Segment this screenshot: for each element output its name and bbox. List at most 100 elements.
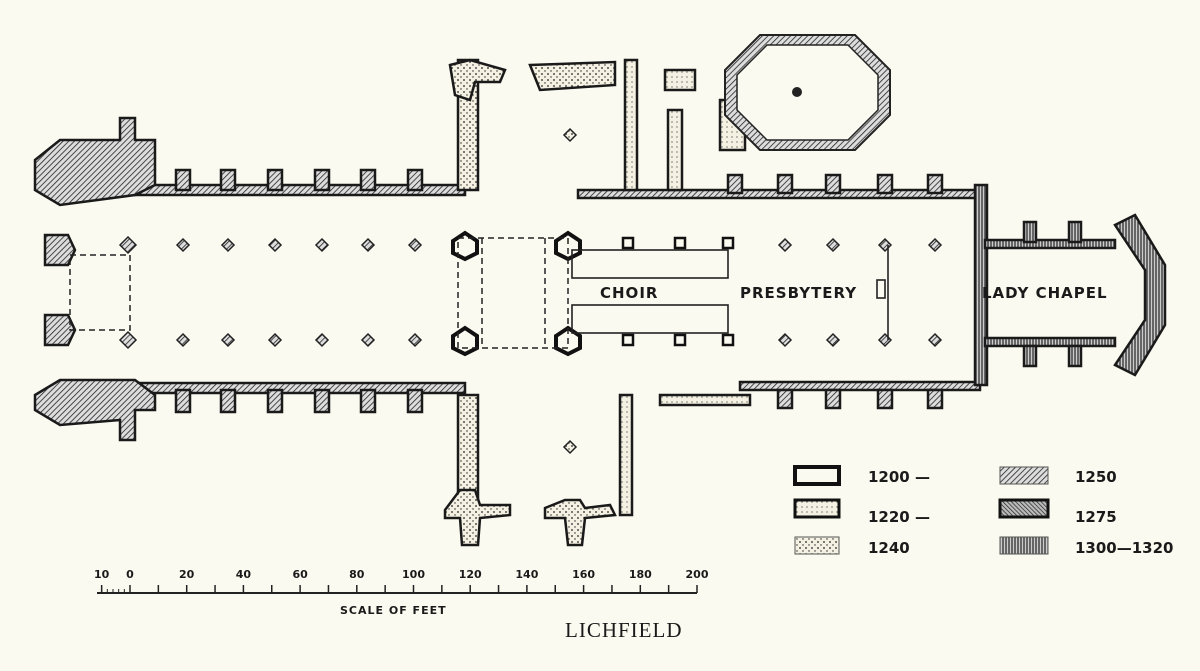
choir-north-buttress <box>726 173 744 195</box>
legend-swatch-1300-1320 <box>999 536 1049 555</box>
pier <box>360 237 376 253</box>
transept-pier <box>562 439 578 455</box>
choir-south-buttress <box>876 388 894 410</box>
lady-chapel-apse <box>1113 213 1167 377</box>
label-lady-chapel: LADY CHAPEL <box>982 284 1108 302</box>
choir-pier <box>621 333 635 347</box>
legend-label: 1250 <box>1075 468 1117 486</box>
choir-south-buttress <box>824 388 842 410</box>
pier <box>267 332 283 348</box>
nave-north-buttress <box>406 168 424 192</box>
legend-swatch-1200 <box>793 465 841 486</box>
scale-tick-label: 20 <box>179 568 195 581</box>
scale-tick-label: 140 <box>515 568 538 581</box>
choir-pier <box>673 333 687 347</box>
pier <box>777 237 793 253</box>
lady-chapel-south-wall <box>983 336 1117 348</box>
crossing-pier <box>451 325 479 357</box>
nave-north-buttress <box>174 168 192 192</box>
nave-south-buttress <box>266 388 284 414</box>
choir-pier <box>673 236 687 250</box>
nave-north-buttress <box>219 168 237 192</box>
chapter-house <box>724 34 891 151</box>
legend-swatch-1250 <box>999 466 1049 485</box>
plan-title: LICHFIELD <box>565 618 683 642</box>
pier <box>825 332 841 348</box>
choir-north-buttress <box>876 173 894 195</box>
south-chapel-wall-2 <box>658 393 752 407</box>
lady-chapel-north-wall <box>983 238 1117 250</box>
transept-pier <box>562 127 578 143</box>
nave-south-buttress <box>219 388 237 414</box>
south-west-tower <box>33 378 157 442</box>
pier <box>220 332 236 348</box>
legend-label: 1240 <box>868 539 910 557</box>
scale-tick-label: 120 <box>459 568 482 581</box>
label-choir: CHOIR <box>600 284 658 302</box>
nave-north-buttress <box>266 168 284 192</box>
scale-tick-label: 160 <box>572 568 595 581</box>
pier <box>927 237 943 253</box>
choir-south-buttress <box>776 388 794 410</box>
legend-swatch-1275 <box>998 498 1050 519</box>
lady-chapel-south-buttress <box>1067 344 1083 368</box>
scale-tick-label: 0 <box>126 568 134 581</box>
south-chapel-wall <box>618 393 634 517</box>
pier <box>407 237 423 253</box>
pier <box>360 332 376 348</box>
choir-pier <box>721 236 735 250</box>
north-chapel-wall-2 <box>666 108 684 192</box>
choir-stalls <box>571 245 889 340</box>
pier <box>777 332 793 348</box>
nave-north-buttress <box>313 168 331 192</box>
lady-chapel-south-buttress <box>1022 344 1038 368</box>
pier <box>877 237 893 253</box>
nave-south-buttress <box>313 388 331 414</box>
pier <box>877 332 893 348</box>
crossing-pier <box>451 230 479 262</box>
north-west-tower <box>33 116 157 207</box>
choir-pier <box>721 333 735 347</box>
legend-label: 1200 — <box>868 468 930 486</box>
pier <box>175 237 191 253</box>
north-transept-north-buttress <box>448 58 507 102</box>
choir-north-buttress <box>824 173 842 195</box>
crossing-pier <box>554 230 582 262</box>
legend-swatch-1240 <box>794 536 840 555</box>
choir-north-buttress <box>776 173 794 195</box>
north-chapel-pier <box>623 58 639 192</box>
nave-south-buttress <box>174 388 192 414</box>
legend-label: 1220 — <box>868 508 930 526</box>
scale-tick-label: 10 <box>94 568 110 581</box>
nave-south-buttress <box>406 388 424 414</box>
south-transept-east-buttress <box>543 498 617 547</box>
north-chapel-wall <box>663 68 697 92</box>
north-transept-east-buttress <box>528 60 617 92</box>
pier <box>825 237 841 253</box>
choir-south-buttress <box>926 388 944 410</box>
lady-chapel-west-wall <box>973 183 989 387</box>
west-door-south-buttress <box>43 313 77 347</box>
south-transept-west-buttress <box>443 488 512 547</box>
scale-tick-label: 80 <box>349 568 365 581</box>
legend: 1200 — 1220 — 1240 1250 1275 1300—1320 <box>793 465 1174 557</box>
scale-tick-label: 100 <box>402 568 425 581</box>
choir-north-buttress <box>926 173 944 195</box>
nave-north-buttress <box>359 168 377 192</box>
nave-south-buttress <box>359 388 377 414</box>
west-pier <box>118 235 138 255</box>
label-presbytery: PRESBYTERY <box>740 284 857 302</box>
scale-tick-label: 60 <box>292 568 308 581</box>
west-pier <box>118 330 138 350</box>
legend-label: 1300—1320 <box>1075 539 1174 557</box>
scale-tick-label: 40 <box>236 568 252 581</box>
lady-chapel-north-buttress <box>1067 220 1083 244</box>
pier <box>927 332 943 348</box>
pier <box>220 237 236 253</box>
scale-tick-label: 200 <box>686 568 709 581</box>
lady-chapel-north-buttress <box>1022 220 1038 244</box>
legend-label: 1275 <box>1075 508 1117 526</box>
